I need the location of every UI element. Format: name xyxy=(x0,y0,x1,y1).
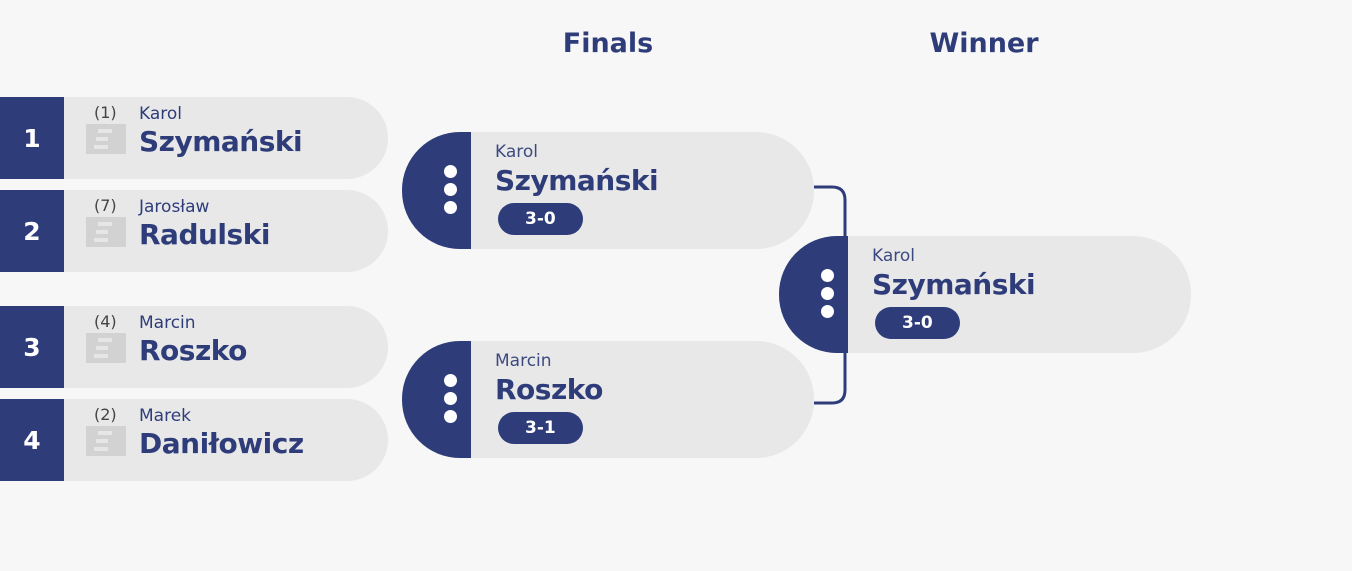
first-name: Marcin xyxy=(495,351,552,371)
first-name: Jarosław xyxy=(139,197,210,217)
more-vertical-icon xyxy=(444,374,458,428)
seed-rank: (4) xyxy=(94,312,117,331)
first-name: Karol xyxy=(872,246,916,266)
seed-card-1[interactable]: 1 (1) Karol Szymański xyxy=(0,97,388,179)
first-name: Karol xyxy=(495,142,539,162)
team-logo-icon xyxy=(86,426,126,456)
score-badge: 3-0 xyxy=(875,307,960,339)
seed-rank: (7) xyxy=(94,196,117,215)
finals-match-2[interactable]: Marcin Roszko 3-1 xyxy=(402,341,814,458)
slot-number: 2 xyxy=(0,190,64,272)
last-name: Szymański xyxy=(139,125,303,158)
last-name: Roszko xyxy=(495,373,603,406)
seed-card-3[interactable]: 3 (4) Marcin Roszko xyxy=(0,306,388,388)
last-name: Radulski xyxy=(139,218,270,251)
match-menu-button[interactable] xyxy=(402,341,471,458)
seed-rank: (1) xyxy=(94,103,117,122)
seed-rank: (2) xyxy=(94,405,117,424)
score-badge: 3-0 xyxy=(498,203,583,235)
seed-card-4[interactable]: 4 (2) Marek Daniłowicz xyxy=(0,399,388,481)
first-name: Karol xyxy=(139,104,183,124)
match-menu-button[interactable] xyxy=(779,236,848,353)
last-name: Szymański xyxy=(495,164,659,197)
winner-card[interactable]: Karol Szymański 3-0 xyxy=(779,236,1191,353)
team-logo-icon xyxy=(86,217,126,247)
team-logo-icon xyxy=(86,124,126,154)
last-name: Roszko xyxy=(139,334,247,367)
more-vertical-icon xyxy=(444,165,458,219)
finals-heading: Finals xyxy=(562,28,654,59)
last-name: Szymański xyxy=(872,268,1036,301)
team-logo-icon xyxy=(86,333,126,363)
last-name: Daniłowicz xyxy=(139,427,304,460)
first-name: Marek xyxy=(139,406,192,426)
match-menu-button[interactable] xyxy=(402,132,471,249)
slot-number: 3 xyxy=(0,306,64,388)
seed-card-2[interactable]: 2 (7) Jarosław Radulski xyxy=(0,190,388,272)
more-vertical-icon xyxy=(821,269,835,323)
winner-heading: Winner xyxy=(929,28,1039,59)
score-badge: 3-1 xyxy=(498,412,583,444)
slot-number: 4 xyxy=(0,399,64,481)
slot-number: 1 xyxy=(0,97,64,179)
first-name: Marcin xyxy=(139,313,196,333)
finals-match-1[interactable]: Karol Szymański 3-0 xyxy=(402,132,814,249)
